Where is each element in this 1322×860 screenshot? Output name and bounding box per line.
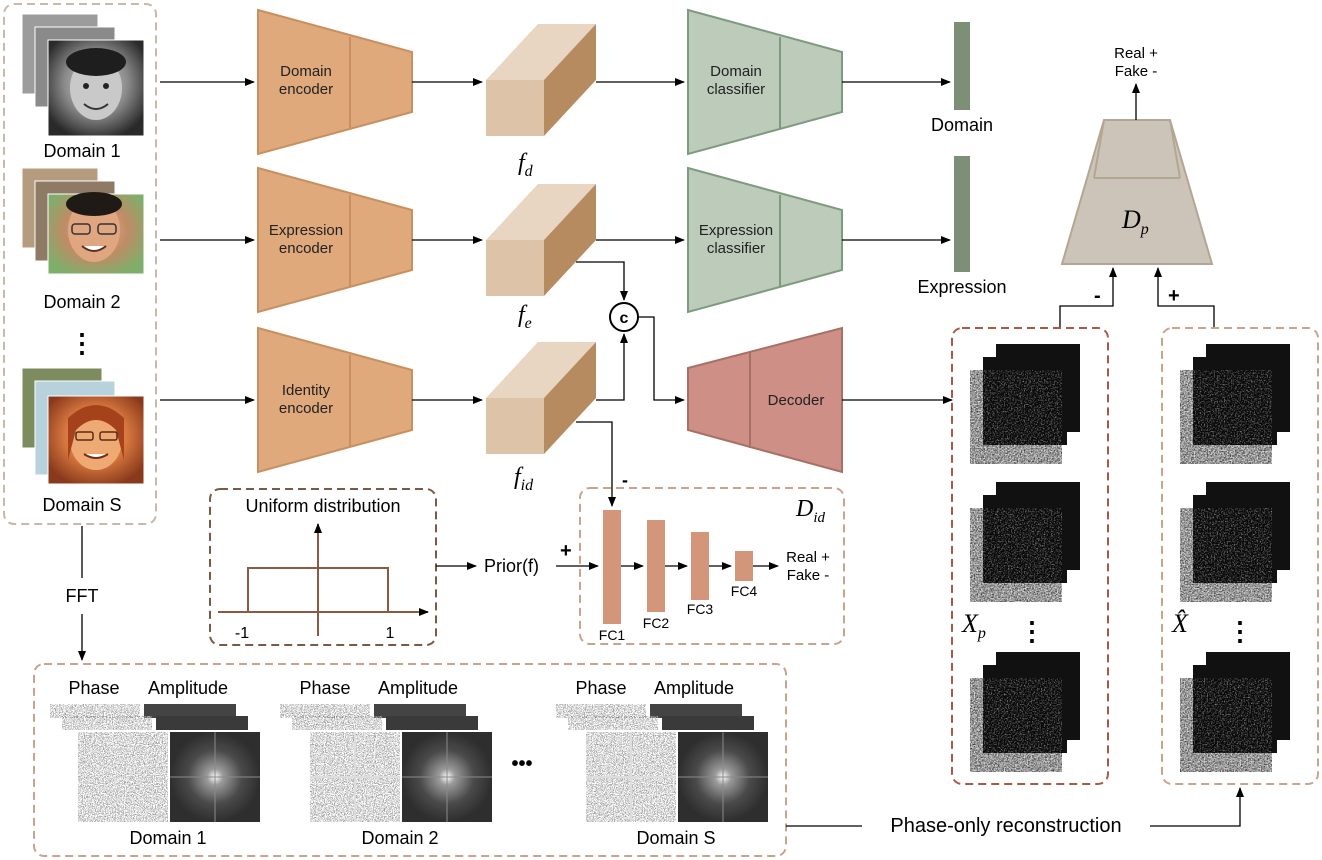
input-domain-label-S: Domain S — [42, 495, 121, 515]
xhat-box — [1161, 327, 1319, 785]
xp-image-stack-2 — [970, 482, 1080, 602]
feature-label-fe: fe — [518, 302, 532, 332]
expression-output-bar — [954, 156, 970, 272]
fft-label: FFT — [66, 586, 99, 606]
fft-amplitude-label-S: Amplitude — [654, 678, 734, 698]
feature-block-fe — [486, 184, 596, 296]
arrow-fid-to-concat — [596, 333, 628, 401]
fft-phase-label-1: Phase — [68, 678, 119, 698]
arrow-concat-to-decoder — [638, 316, 685, 404]
fft-group-domainS: Phase Amplitude Domain S — [556, 678, 768, 848]
decoder-label: Decoder — [768, 392, 825, 409]
did-fc3-label: FC3 — [687, 601, 714, 617]
domainS-face-stack — [21, 367, 145, 485]
domain-output-label: Domain — [931, 115, 993, 135]
xp-label: Xp — [961, 609, 986, 642]
feature-label-fid: fid — [514, 464, 534, 494]
feature-block-fid — [486, 342, 596, 454]
domain1-face-stack — [21, 13, 145, 137]
fft-amplitude-label-2: Amplitude — [378, 678, 458, 698]
expression-output-label: Expression — [917, 277, 1006, 297]
fft-domain-label-1: Domain 1 — [129, 828, 206, 848]
input-domain-label-1: Domain 1 — [43, 141, 120, 161]
fft-box — [33, 663, 787, 857]
feature-block-fd — [486, 24, 596, 136]
fft-domain-label-S: Domain S — [636, 828, 715, 848]
prior-tick-neg1: -1 — [235, 625, 249, 642]
xhat-image-stack-1 — [1180, 344, 1290, 464]
did-label: Did — [795, 496, 826, 526]
arrow-fid-to-did — [576, 421, 616, 507]
fft-domain-label-2: Domain 2 — [361, 828, 438, 848]
did-output-label: Real +Fake - — [786, 549, 830, 584]
phase-only-label: Phase-only reconstruction — [890, 815, 1121, 837]
dp-plus-sign: + — [1168, 285, 1180, 307]
input-domain-label-2: Domain 2 — [43, 292, 120, 312]
dp-minus-sign: - — [1094, 285, 1101, 307]
did-fc2-bar — [647, 520, 665, 612]
input-domain-ellipsis: ⋮ — [69, 328, 95, 358]
fft-group-domain2: Phase Amplitude Domain 2 — [280, 678, 492, 848]
arrow-xhat-to-dp — [1154, 267, 1215, 328]
did-fc4-bar — [735, 551, 753, 581]
fft-group-domain1: Phase Amplitude Domain 1 — [50, 678, 260, 848]
domain2-face-stack — [21, 167, 145, 275]
arrow-fe-to-concat — [576, 261, 628, 301]
did-prior-plus: + — [560, 540, 572, 562]
feature-label-fd: fd — [518, 150, 534, 180]
xhat-label: X̂ — [1171, 609, 1189, 638]
dp-output-label: Real +Fake - — [1114, 45, 1158, 80]
xp-box — [951, 327, 1109, 785]
did-fc1-label: FC1 — [599, 627, 626, 643]
dp-label: Dp — [1121, 205, 1149, 238]
fft-ellipsis: ••• — [511, 753, 532, 775]
xp-image-stack-1 — [970, 344, 1080, 464]
xp-ellipsis: ⋮ — [1019, 616, 1045, 646]
did-fc4-label: FC4 — [731, 583, 758, 599]
xhat-image-stack-3 — [1180, 652, 1290, 772]
arrow-xp-to-dp — [1059, 267, 1117, 328]
fft-phase-label-S: Phase — [575, 678, 626, 698]
arrow-phase-only-to-xhat — [1150, 787, 1244, 827]
input-faces-box — [3, 3, 157, 525]
did-fid-minus: - — [622, 470, 628, 490]
decoder: Decoder — [687, 326, 843, 474]
did-fc1-bar — [603, 510, 621, 624]
did-fc2-label: FC2 — [643, 615, 670, 631]
prior-box — [209, 488, 437, 646]
fft-amplitude-label-1: Amplitude — [148, 678, 228, 698]
fft-phase-label-2: Phase — [299, 678, 350, 698]
prior-title: Uniform distribution — [245, 496, 400, 516]
did-fc3-bar — [691, 532, 709, 600]
did-box — [579, 487, 845, 645]
xhat-image-stack-2 — [1180, 482, 1290, 602]
prior-f-label: Prior(f) — [484, 556, 539, 576]
prior-tick-1: 1 — [386, 625, 395, 642]
domain-output-bar — [954, 22, 970, 110]
dp-discriminator — [1060, 119, 1214, 265]
xhat-ellipsis: ⋮ — [1227, 616, 1253, 646]
xp-image-stack-3 — [970, 652, 1080, 772]
concat-symbol: c — [620, 310, 629, 327]
